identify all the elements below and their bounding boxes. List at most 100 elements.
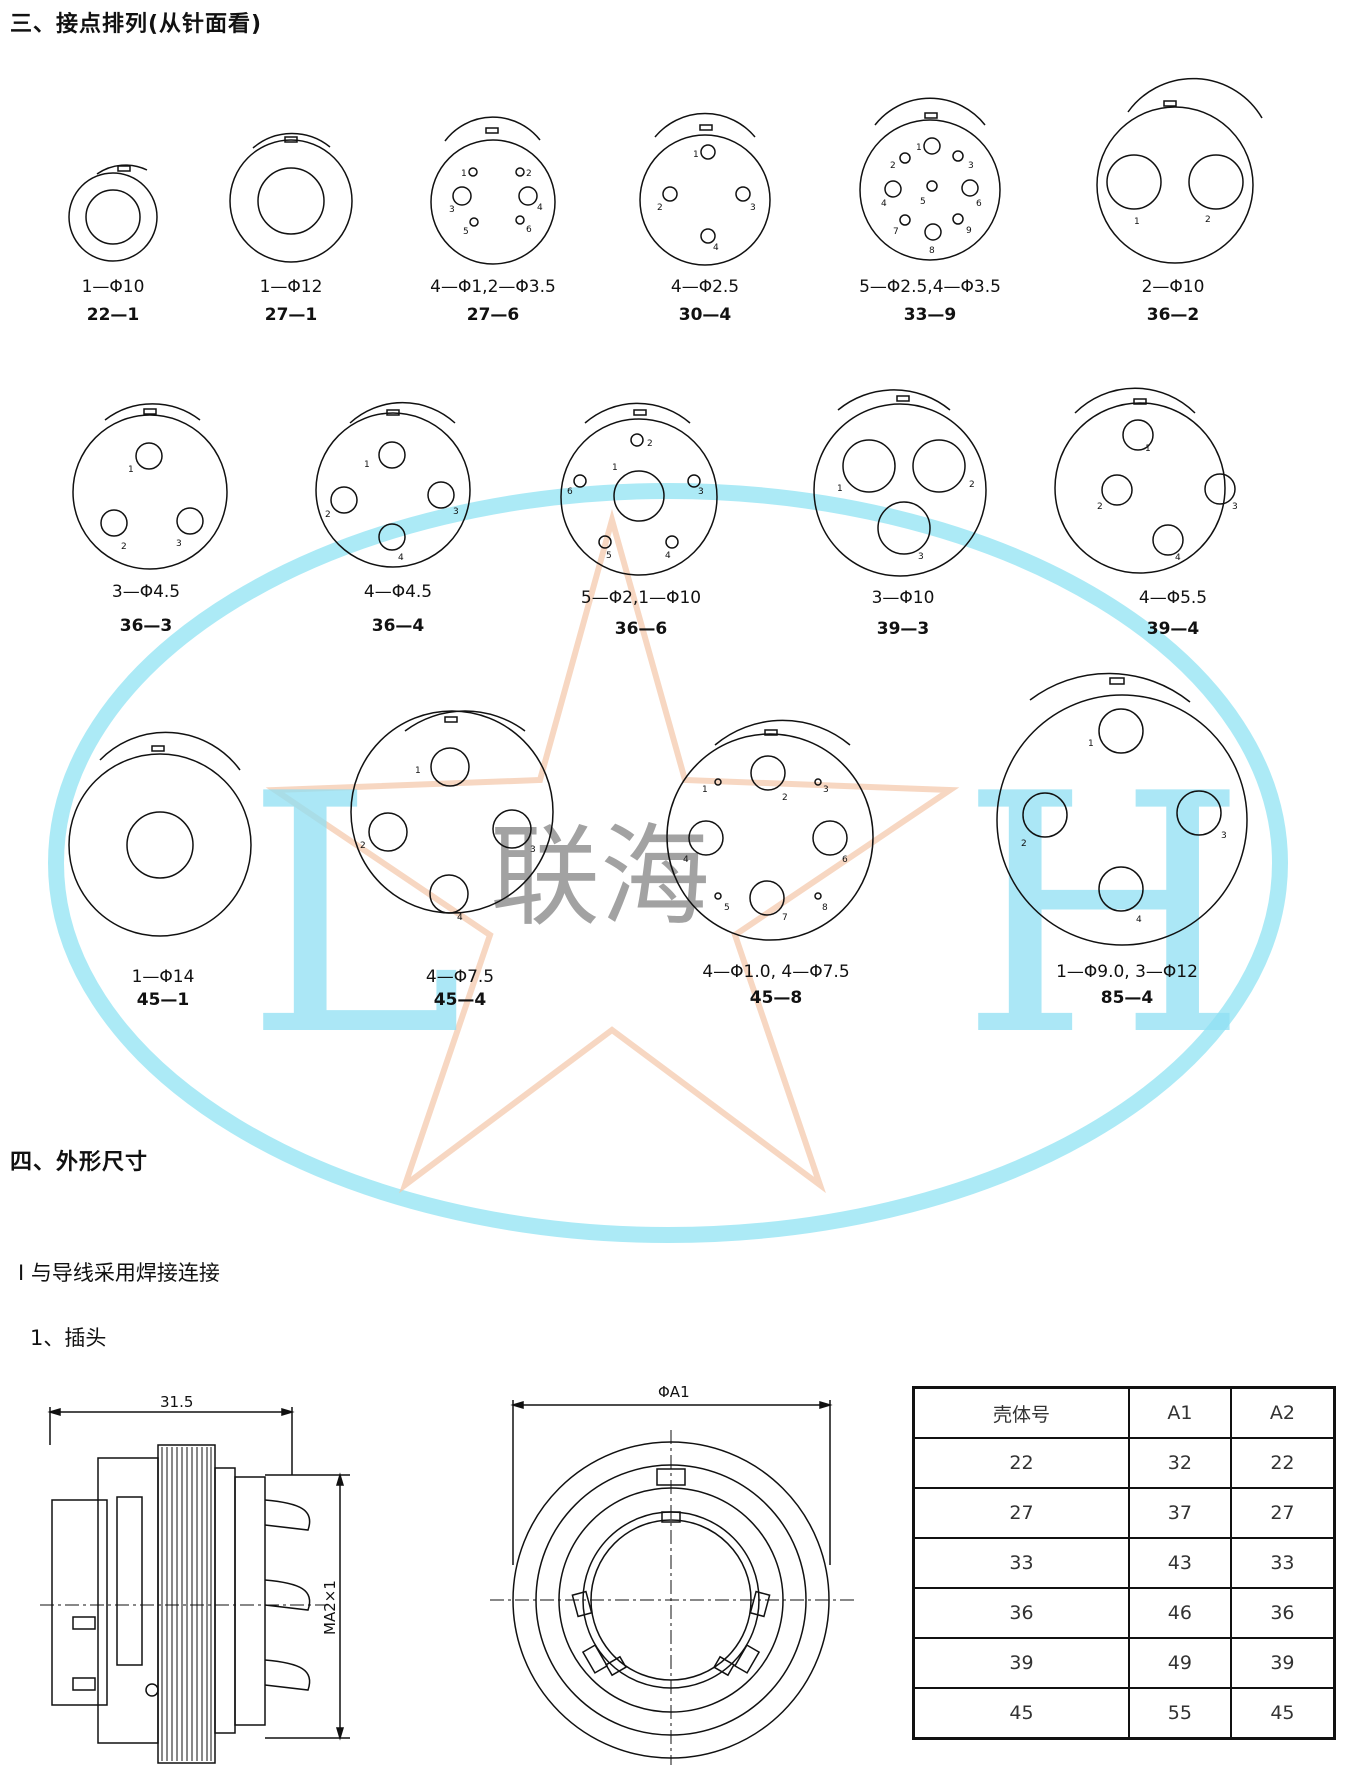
pin-label: 9 (966, 226, 972, 236)
table-header: A1 (1127, 1386, 1232, 1439)
pin-label: 4 (713, 243, 719, 253)
connector-spec: 1—Φ9.0, 3—Φ12 (1056, 962, 1198, 982)
table-row: 27 37 27 (912, 1487, 1336, 1539)
table-cell: 27 (1229, 1487, 1336, 1539)
pin-label: 1 (837, 484, 843, 494)
connector-36-6: 1 2 3 4 5 6 (560, 402, 718, 576)
table-cell: 49 (1127, 1637, 1232, 1689)
pin-label: 1 (916, 143, 922, 153)
table-cell: 55 (1127, 1687, 1232, 1740)
pin-label: 1 (461, 169, 467, 179)
table-cell: 27 (912, 1487, 1130, 1539)
connector-spec: 3—Φ10 (872, 588, 935, 608)
table-cell: 22 (912, 1437, 1130, 1489)
pin-label: 2 (647, 439, 653, 449)
table-cell: 33 (912, 1537, 1130, 1589)
pin-label: 1 (612, 463, 618, 473)
pin-label: 8 (822, 903, 828, 913)
table-cell: 37 (1127, 1487, 1232, 1539)
section4-title: 四、外形尺寸 (10, 1150, 149, 1175)
pin-label: 3 (453, 507, 459, 517)
pin-label: 3 (918, 552, 924, 562)
pin-label: 6 (567, 487, 573, 497)
connector-model: 45—4 (434, 990, 487, 1010)
pin-label: 1 (364, 460, 370, 470)
pin-label: 2 (360, 841, 366, 851)
pin-label: 3 (823, 785, 829, 795)
connector-spec: 1—Φ14 (132, 967, 195, 987)
pin-label: 4 (457, 913, 463, 923)
connector-45-8: 1 2 3 4 5 6 7 8 (666, 719, 874, 941)
pin-label: 6 (526, 225, 532, 235)
connector-model: 33—9 (904, 305, 957, 325)
pin-label: 1 (1134, 217, 1140, 227)
pin-label: 4 (665, 551, 671, 561)
pinout-diagrams: 1 2 3 4 5 6 1 2 3 4 1 2 3 4 5 6 (68, 77, 1263, 1010)
pin-label: 8 (929, 246, 935, 256)
pin-label: 2 (890, 161, 896, 171)
pin-label: 2 (325, 510, 331, 520)
table-header-row: 壳体号 A1 A2 (912, 1386, 1336, 1439)
connector-spec: 4—Φ5.5 (1139, 588, 1207, 608)
table-cell: 46 (1127, 1587, 1232, 1639)
table-cell: 39 (1229, 1637, 1336, 1689)
connector-spec: 1—Φ12 (260, 277, 323, 297)
connector-model: 39—4 (1147, 619, 1200, 639)
connector-model: 27—1 (265, 305, 318, 325)
pin-label: 3 (176, 539, 182, 549)
table-cell: 45 (1229, 1687, 1336, 1740)
pin-label: 3 (1221, 831, 1227, 841)
pin-label: 3 (1232, 502, 1238, 512)
pin-label: 4 (1136, 915, 1142, 925)
connector-39-3: 1 2 3 (813, 389, 987, 577)
pin-label: 1 (693, 150, 699, 160)
pin-label: 5 (463, 227, 469, 237)
connector-model: 36—4 (372, 616, 425, 636)
thread-dimension: MA2×1 (321, 1580, 339, 1635)
table-cell: 22 (1229, 1437, 1336, 1489)
connector-27-6: 1 2 3 4 5 6 (430, 116, 556, 265)
table-row: 45 55 45 (912, 1687, 1336, 1740)
connector-model: 36—6 (615, 619, 668, 639)
pin-label: 2 (121, 542, 127, 552)
pin-label: 2 (1097, 502, 1103, 512)
pin-label: 1 (702, 785, 708, 795)
connector-spec: 2—Φ10 (1142, 277, 1205, 297)
pin-label: 1 (128, 465, 134, 475)
connector-model: 36—3 (120, 616, 173, 636)
connector-model: 22—1 (87, 305, 140, 325)
connector-30-4: 1 2 3 4 (639, 112, 771, 266)
pin-label: 4 (398, 553, 404, 563)
pin-label: 3 (750, 203, 756, 213)
connector-model: 45—8 (750, 988, 803, 1008)
connector-33-9: 1 2 3 4 5 6 7 8 9 (859, 97, 1001, 261)
table-cell: 33 (1229, 1537, 1336, 1589)
pin-label: 4 (537, 203, 543, 213)
pin-label: 1 (1145, 444, 1151, 454)
connector-45-1 (68, 731, 252, 937)
plug-front-view: ΦA1 (490, 1383, 855, 1765)
pin-label: 4 (881, 199, 887, 209)
pin-label: 5 (606, 551, 612, 561)
connector-model: 27—6 (467, 305, 520, 325)
connector-36-4: 1 2 3 4 (315, 401, 471, 568)
connector-39-4: 1 2 3 4 (1054, 387, 1238, 574)
connector-45-4: 1 2 3 4 (350, 710, 554, 923)
pin-label: 5 (920, 197, 926, 207)
pin-label: 1 (1088, 739, 1094, 749)
connector-spec: 5—Φ2,1—Φ10 (581, 588, 701, 608)
table-cell: 36 (1229, 1587, 1336, 1639)
section3-title: 三、接点排列(从针面看) (10, 12, 263, 37)
pin-label: 6 (842, 855, 848, 865)
pin-label: 2 (1021, 839, 1027, 849)
pin-label: 2 (526, 169, 532, 179)
table-header: 壳体号 (912, 1386, 1130, 1439)
table-cell: 36 (912, 1587, 1130, 1639)
connector-spec: 4—Φ1,2—Φ3.5 (430, 277, 556, 297)
connection-method: I 与导线采用焊接连接 (18, 1261, 220, 1285)
table-cell: 39 (912, 1637, 1130, 1689)
connector-85-4: 1 2 3 4 (996, 672, 1248, 946)
pin-label: 2 (782, 793, 788, 803)
table-row: 22 32 22 (912, 1437, 1336, 1489)
pin-label: 2 (969, 480, 975, 490)
